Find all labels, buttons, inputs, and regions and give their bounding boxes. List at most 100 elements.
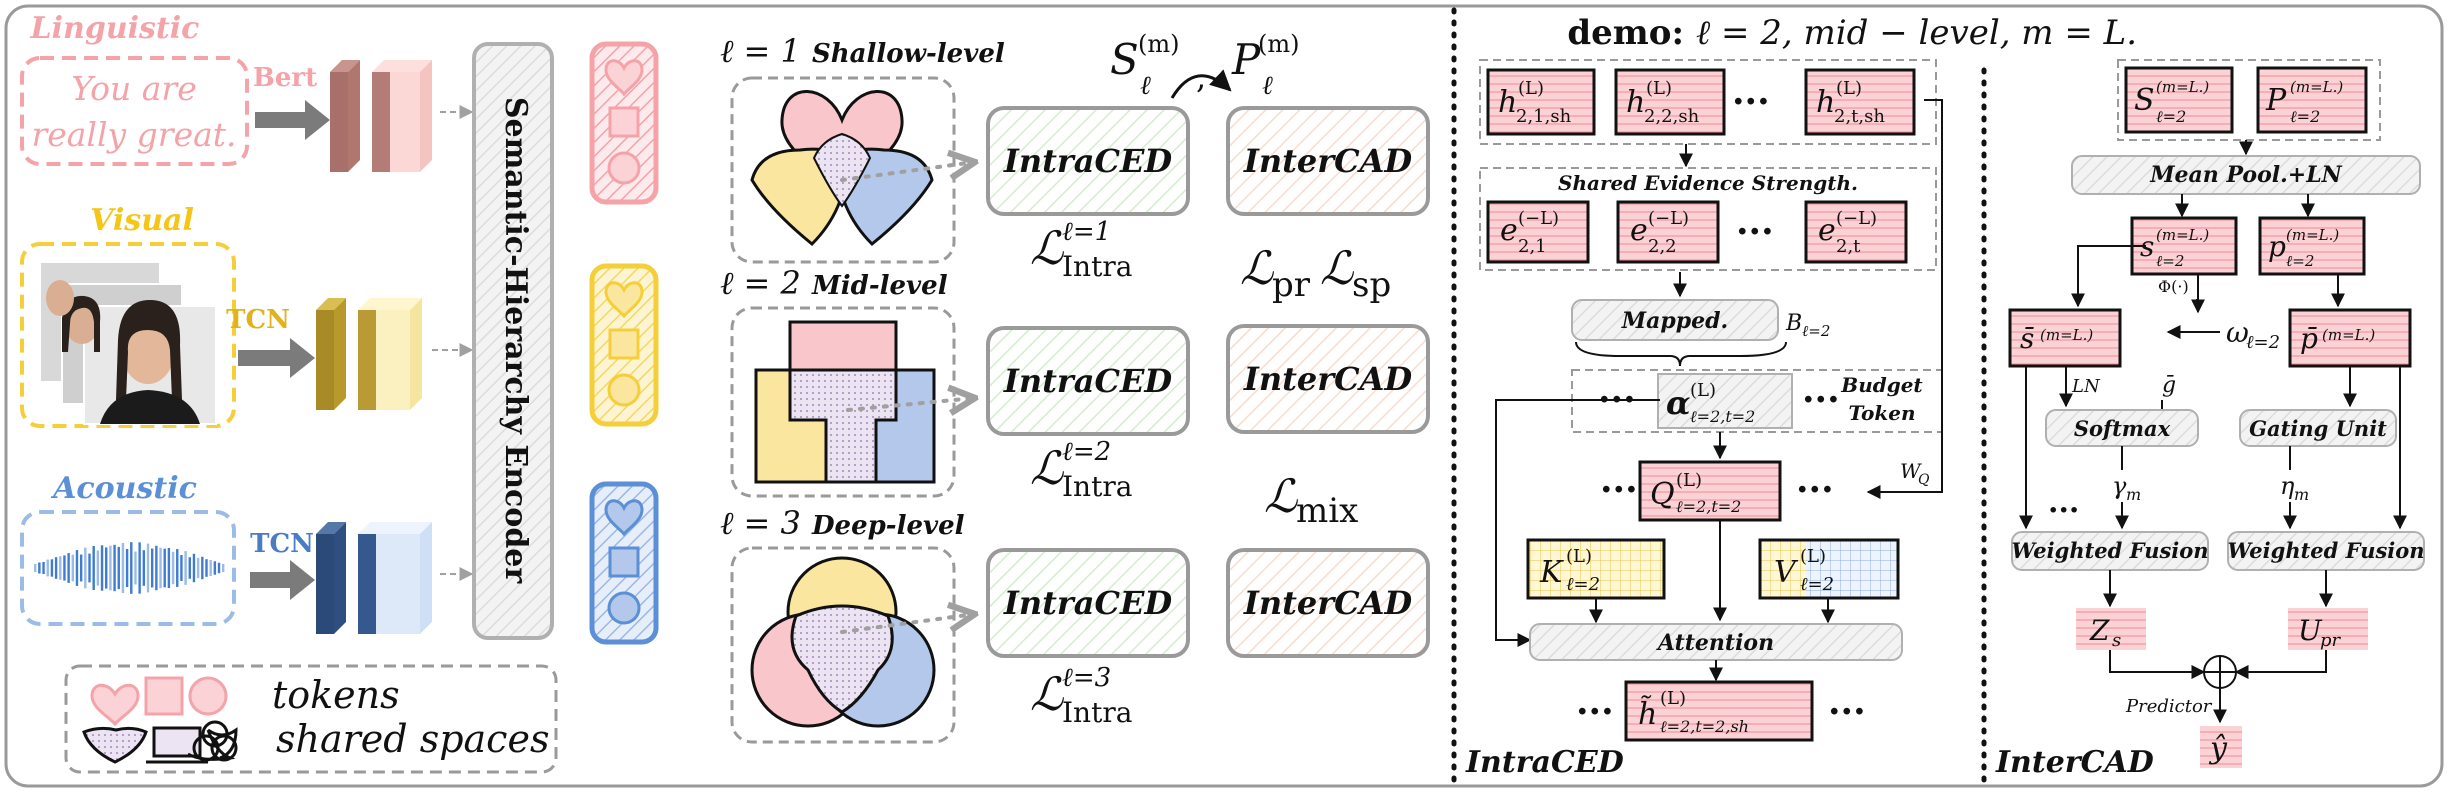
- wq-route-arrow: [1866, 99, 1943, 499]
- s-symbol: S: [1110, 35, 1139, 84]
- e-ellipsis: ···: [1736, 211, 1774, 253]
- svg-text:h: h: [1626, 85, 1645, 120]
- eta-sub: m: [2294, 485, 2309, 504]
- weighted-fusion-right-label: Weighted Fusion: [2227, 538, 2424, 563]
- intercad-box-1[interactable]: [1226, 106, 1430, 216]
- visual-token-card: [589, 263, 659, 427]
- svg-text:2,t,sh: 2,t,sh: [1834, 106, 1885, 127]
- sp-symbols: S (m) ℓ , P (m) ℓ: [1110, 30, 1299, 101]
- circle-icon: [607, 373, 641, 407]
- s-small-token: s (m=L.) ℓ=2: [2130, 216, 2238, 276]
- linguistic-sentence-line2: really great.: [31, 115, 236, 154]
- loss-sp-symbol: ℒ: [1320, 241, 1354, 295]
- intraced-box-2[interactable]: [986, 326, 1190, 436]
- svg-text:IntraCED: IntraCED: [1003, 142, 1172, 180]
- svg-text:Q: Q: [1650, 477, 1675, 512]
- svg-text:InterCAD: InterCAD: [1243, 360, 1413, 398]
- waveform-bar: [188, 557, 191, 579]
- s-input-token: S (m=L.) ℓ=2: [2124, 66, 2234, 134]
- s-bar-token: s̄ (m=L.): [2008, 308, 2122, 368]
- mean-pool-box: [2071, 155, 2421, 195]
- svg-text:pr: pr: [2320, 630, 2342, 651]
- linguistic-label: Linguistic: [30, 11, 200, 46]
- level-1-space-box: [730, 76, 956, 264]
- waveform-bar: [109, 545, 112, 591]
- intraced-box-1[interactable]: [986, 106, 1190, 216]
- heart-shared-space-icon: [82, 726, 148, 764]
- svg-text:p̄: p̄: [2300, 322, 2318, 355]
- gating-unit-label: Gating Unit: [2249, 416, 2387, 441]
- waveform-bar: [84, 547, 87, 589]
- loss-pr-symbol: ℒ: [1240, 241, 1274, 295]
- waveform-bar: [50, 559, 54, 577]
- svg-text:IntraCED: IntraCED: [1003, 362, 1172, 400]
- svg-text:s̄: s̄: [2020, 322, 2035, 355]
- waveform-bar: [155, 545, 158, 591]
- heart-token-icon: [90, 683, 140, 727]
- waveform-bar: [184, 551, 187, 585]
- svg-text:2,1: 2,1: [1518, 236, 1547, 257]
- mapped-brace: [1575, 341, 1787, 367]
- visual-branch: Visual TCN: [20, 203, 474, 428]
- mapped-label: Mapped.: [1621, 308, 1728, 334]
- waveform-bar: [38, 562, 41, 574]
- linguistic-sentence-line1: You are: [71, 69, 197, 108]
- svg-text:ℓ=2,t=2: ℓ=2,t=2: [1690, 407, 1755, 426]
- heart-icon: [604, 59, 644, 97]
- heart-icon: [604, 499, 644, 537]
- mapped-box: [1571, 299, 1779, 341]
- omega-symbol: ω: [2226, 316, 2249, 349]
- gamma-symbol: γ: [2112, 472, 2127, 500]
- svg-text:ℓ=2: ℓ=2: [2290, 107, 2320, 126]
- waveform-bar: [222, 564, 225, 572]
- intraced-box-3[interactable]: [986, 548, 1190, 658]
- svg-text:(m=L.): (m=L.): [2322, 326, 2375, 344]
- svg-text:p: p: [2268, 230, 2286, 263]
- acoustic-token-card: [589, 481, 659, 645]
- svg-text:ℓ=2,t=2,sh: ℓ=2,t=2,sh: [1660, 717, 1749, 736]
- svg-text:e: e: [1500, 213, 1518, 248]
- circle-token-icon: [188, 676, 228, 716]
- intra-loss-3-sup: ℓ=3: [1062, 663, 1111, 693]
- svg-text:2,1,sh: 2,1,sh: [1516, 106, 1572, 127]
- svg-text:···: ···: [1828, 691, 1866, 733]
- e-token-t: e (−L) 2,t: [1804, 200, 1908, 264]
- waveform-bar: [71, 554, 74, 582]
- level-3-row: ℓ = 3 Deep-level: [720, 504, 975, 744]
- budget-sub: ℓ=2: [1802, 322, 1830, 340]
- omega-sub: ℓ=2: [2246, 332, 2280, 353]
- svg-text:(L): (L): [1676, 470, 1702, 491]
- svg-text:2,t: 2,t: [1836, 236, 1861, 257]
- predictor-label: Predictor: [2125, 696, 2213, 717]
- waveform-bar: [209, 559, 212, 577]
- svg-text:ℓ=2: ℓ=2: [2286, 252, 2314, 270]
- intercad-box-3[interactable]: [1226, 548, 1430, 658]
- svg-text:(L): (L): [1660, 688, 1686, 709]
- svg-text:···: ···: [1600, 469, 1638, 511]
- svg-text:ℓ=2: ℓ=2: [1566, 574, 1600, 595]
- alpha-token: α (L) ℓ=2,t=2: [1657, 373, 1793, 429]
- square-icon: [608, 106, 640, 138]
- attention-label: Attention: [1656, 630, 1774, 656]
- svg-text:S: S: [2134, 83, 2155, 118]
- waveform-bar: [34, 564, 37, 572]
- weighted-fusion-left-label: Weighted Fusion: [2011, 538, 2208, 563]
- waveform-bar: [176, 549, 179, 587]
- zs-token: Z s: [2076, 608, 2146, 651]
- audio-waveform: [34, 542, 225, 594]
- intra-losses: ℒ ℓ=1 Intra ℒ ℓ=2 Intra ℒ ℓ=3 Intra: [1030, 217, 1132, 729]
- intercad-box-2[interactable]: [1226, 324, 1430, 434]
- square-icon: [608, 328, 640, 360]
- square-shared-region: [788, 368, 898, 484]
- p-bar-token: p̄ (m=L.): [2288, 308, 2412, 368]
- h-token-2: h (L) 2,2,sh: [1614, 68, 1726, 136]
- waveform-bar: [63, 555, 66, 581]
- svg-text:s: s: [2140, 230, 2154, 263]
- svg-text:V: V: [1774, 555, 1799, 590]
- mean-pool-label: Mean Pool.+LN: [2149, 162, 2342, 188]
- svg-text:(L): (L): [1800, 546, 1826, 567]
- svg-text:(m=L.): (m=L.): [2156, 78, 2209, 96]
- demo-label: demo:: [1567, 13, 1684, 53]
- waveform-bar: [217, 562, 221, 574]
- level-1-arrow: [840, 162, 975, 182]
